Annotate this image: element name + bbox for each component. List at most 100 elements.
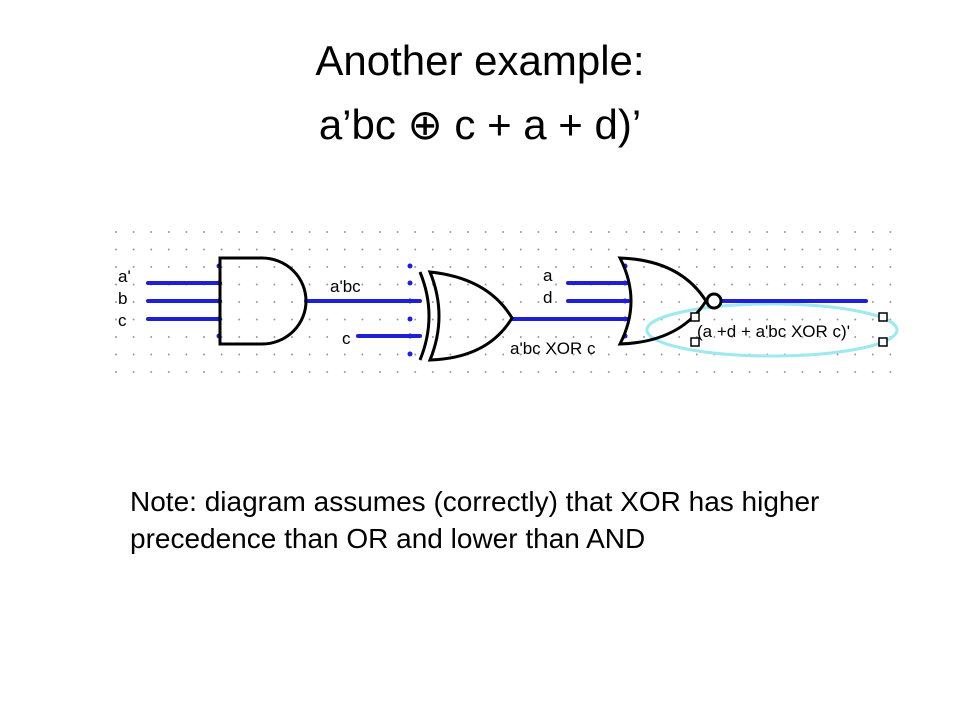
grid-dot <box>291 301 293 303</box>
grid-dot <box>555 353 557 356</box>
grid-dot <box>273 248 276 251</box>
grid-dot <box>185 336 188 338</box>
label-and-output: a'bc <box>330 277 361 296</box>
grid-dot <box>255 283 258 286</box>
grid-dot <box>819 371 821 373</box>
grid-dot <box>871 266 874 268</box>
grid-dot <box>519 336 522 338</box>
grid-dot <box>695 283 698 286</box>
grid-dot <box>291 248 293 251</box>
grid-dot <box>836 371 839 373</box>
grid-dot <box>150 248 153 251</box>
grid-dot <box>748 336 751 338</box>
grid-dot <box>467 283 469 286</box>
grid-dot <box>854 266 857 268</box>
grid-dot <box>238 231 241 233</box>
grid-dot <box>238 283 241 286</box>
grid-dot <box>643 231 645 233</box>
grid-dot <box>713 371 716 373</box>
grid-dot <box>590 266 593 268</box>
grid-dot <box>801 266 804 268</box>
grid-dot <box>273 353 276 356</box>
grid-dot <box>801 336 804 338</box>
grid-dot <box>308 371 311 373</box>
grid-dot <box>643 318 645 321</box>
grid-dot <box>555 336 557 338</box>
grid-dot <box>590 248 593 251</box>
grid-dot <box>519 248 522 251</box>
grid-dot <box>308 231 311 233</box>
grid-dot <box>379 248 381 251</box>
grid-dot <box>115 248 117 251</box>
grid-dot <box>695 353 698 356</box>
grid-dot <box>414 283 417 286</box>
grid-dot <box>537 248 540 251</box>
grid-dot <box>555 301 557 303</box>
grid-dot <box>132 283 135 286</box>
grid-dot <box>238 353 241 356</box>
grid-dot <box>625 353 628 356</box>
grid-dot <box>502 336 505 338</box>
grid-dot <box>396 283 399 286</box>
label-xor-output: a'bc XOR c <box>510 339 596 358</box>
grid-dot <box>537 283 540 286</box>
label-xor-input-c: c <box>342 329 351 348</box>
grid-dot <box>572 248 575 251</box>
grid-dot <box>643 301 645 303</box>
grid-dot <box>379 231 381 233</box>
selection-handle <box>690 312 700 322</box>
grid-dot <box>343 371 346 373</box>
grid-dot <box>678 371 681 373</box>
grid-dot <box>273 266 276 268</box>
grid-dot <box>607 231 610 233</box>
grid-dot <box>379 353 381 356</box>
grid-dot <box>713 266 716 268</box>
grid-dot <box>660 231 663 233</box>
grid-dot <box>607 371 610 373</box>
grid-dot <box>731 266 733 268</box>
grid-dot <box>361 266 364 268</box>
grid-dot <box>572 231 575 233</box>
grid-dot <box>519 283 522 286</box>
grid-dot <box>449 353 452 356</box>
grid-dot <box>748 266 751 268</box>
grid-dot <box>502 231 505 233</box>
grid-dot <box>132 248 135 251</box>
grid-dot <box>502 266 505 268</box>
grid-dot <box>449 283 452 286</box>
grid-dot <box>766 318 769 321</box>
grid-dot <box>132 266 135 268</box>
grid-dot <box>326 283 329 286</box>
grid-dot <box>291 231 293 233</box>
grid-dot <box>871 231 874 233</box>
grid-dot <box>889 266 892 268</box>
grid-dot <box>607 266 610 268</box>
grid-dot <box>361 283 364 286</box>
grid-dot <box>431 231 434 233</box>
grid-dot <box>467 371 469 373</box>
nor-gate <box>617 256 708 346</box>
grid-dot <box>801 318 804 321</box>
grid-dot <box>185 231 188 233</box>
grid-dot <box>572 266 575 268</box>
grid-dot <box>484 283 487 286</box>
grid-dot <box>308 336 311 338</box>
grid-dot <box>308 266 311 268</box>
grid-dot <box>590 353 593 356</box>
grid-dot <box>343 336 346 338</box>
grid-dot <box>167 248 170 251</box>
grid-dot <box>414 231 417 233</box>
label-or-input-a: a <box>543 266 553 285</box>
grid-dot <box>396 231 399 233</box>
grid-dot <box>167 336 170 338</box>
grid-dot <box>871 248 874 251</box>
grid-dot <box>537 353 540 356</box>
grid-dot <box>414 353 417 356</box>
grid-dot <box>502 248 505 251</box>
grid-dot <box>326 248 329 251</box>
grid-dot <box>467 318 469 321</box>
grid-dot <box>414 266 417 268</box>
grid-dot <box>414 248 417 251</box>
grid-dot <box>572 371 575 373</box>
grid-dot <box>396 248 399 251</box>
